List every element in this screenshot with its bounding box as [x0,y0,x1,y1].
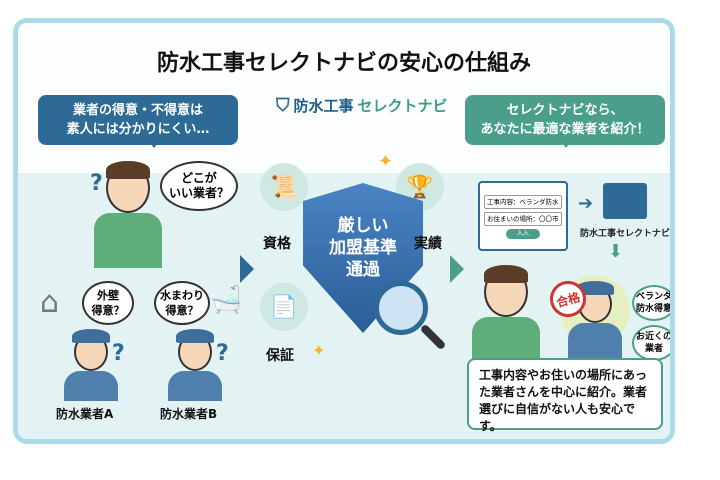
specialty-line-2: 防水得意 [635,304,672,314]
brand-logo: ⛉ 防水工事セレクトナビ [276,95,448,116]
arrow-right-icon [240,255,254,283]
logo-text-main: 防水工事 [293,97,354,115]
question-mark-icon: ? [90,171,103,196]
customer-thought-bubble: どこがいい業者？ [160,161,238,211]
contractor-b-label: 防水業者B [160,407,218,421]
logo-text-sub: セレクトナビ [357,97,448,115]
solution-line-2: あなたに最適な業者を紹介！ [480,122,650,137]
contractor-b-thought-bubble: 水まわり得意？ [154,281,210,325]
shield-line-1: 厳しい [337,216,389,236]
location-field[interactable]: お住まいの場所：〇〇市 [484,212,562,226]
problem-bubble: 業者の得意・不得意は素人には分かりにくい… [38,95,238,148]
criteria-guarantee: 保証 [266,348,294,364]
thought-b-line-1: 水まわり [160,289,204,302]
question-mark-icon: ? [216,341,229,366]
confused-customer-illustration [94,161,162,268]
infographic-frame: 防水工事セレクトナビの安心の仕組み ⛉ 防水工事セレクトナビ 業者の得意・不得意… [13,18,675,444]
work-type-field[interactable]: 工事内容：ベランダ防水 [484,195,562,209]
specialty-line-1: ベランダ [635,292,672,302]
question-mark-icon: ? [112,341,125,366]
solution-line-1: セレクトナビなら、 [506,103,624,118]
solution-bubble: セレクトナビなら、あなたに最適な業者を紹介！ [465,95,665,148]
contractor-a-thought-bubble: 外壁得意？ [82,281,134,325]
arrow-right-icon [450,255,464,283]
computer-network-icon [603,183,647,219]
magnifier-icon [374,281,428,335]
sparkle-icon: ✦ [312,341,326,360]
submit-button[interactable]: 入入 [506,229,540,239]
problem-line-2: 素人には分かりにくい… [66,122,210,137]
shield-line-3: 通過 [346,260,380,280]
thought-a-line-1: 外壁 [97,289,119,302]
criteria-qualification: 資格 [263,236,291,252]
contractor-b-illustration [168,329,222,401]
happy-customer-illustration [472,265,540,372]
thought-line-2: いい業者？ [168,186,229,200]
problem-line-1: 業者の得意・不得意は [72,103,203,118]
arrow-down-icon: ⬇ [608,241,624,262]
certificate-scroll-icon: 📜 [260,163,308,211]
certificate-icon: 📄 [260,283,308,331]
nearby-bubble: お近くの業者 [632,325,672,361]
arrow-right-icon: ➔ [578,193,594,214]
result-message: 工事内容やお住いの場所にあった業者さんを中心に紹介。業者選びに自信がない人も安心… [467,358,663,433]
nearby-line-1: お近くの [635,332,672,342]
system-label: 防水工事セレクトナビ [580,229,671,239]
page-title: 防水工事セレクトナビの安心の仕組み [156,51,531,76]
specialty-bubble: ベランダ防水得意 [632,285,672,321]
thought-a-line-2: 得意？ [91,304,125,317]
search-form-window: 工事内容：ベランダ防水 お住まいの場所：〇〇市 入入 [478,181,568,251]
thought-line-1: どこが [181,171,217,185]
shield-drop-icon: ⛉ [276,95,290,116]
contractor-a-label: 防水業者A [56,407,114,421]
sparkle-icon: ✦ [378,151,394,172]
shield-line-2: 加盟基準 [329,238,397,258]
bathtub-icon: 🛁 [210,285,243,315]
nearby-line-2: 業者 [644,344,663,354]
criteria-achievement: 実績 [414,236,442,252]
house-icon: ⌂ [40,285,60,320]
contractor-a-illustration [64,329,118,401]
thought-b-line-2: 得意？ [165,304,199,317]
